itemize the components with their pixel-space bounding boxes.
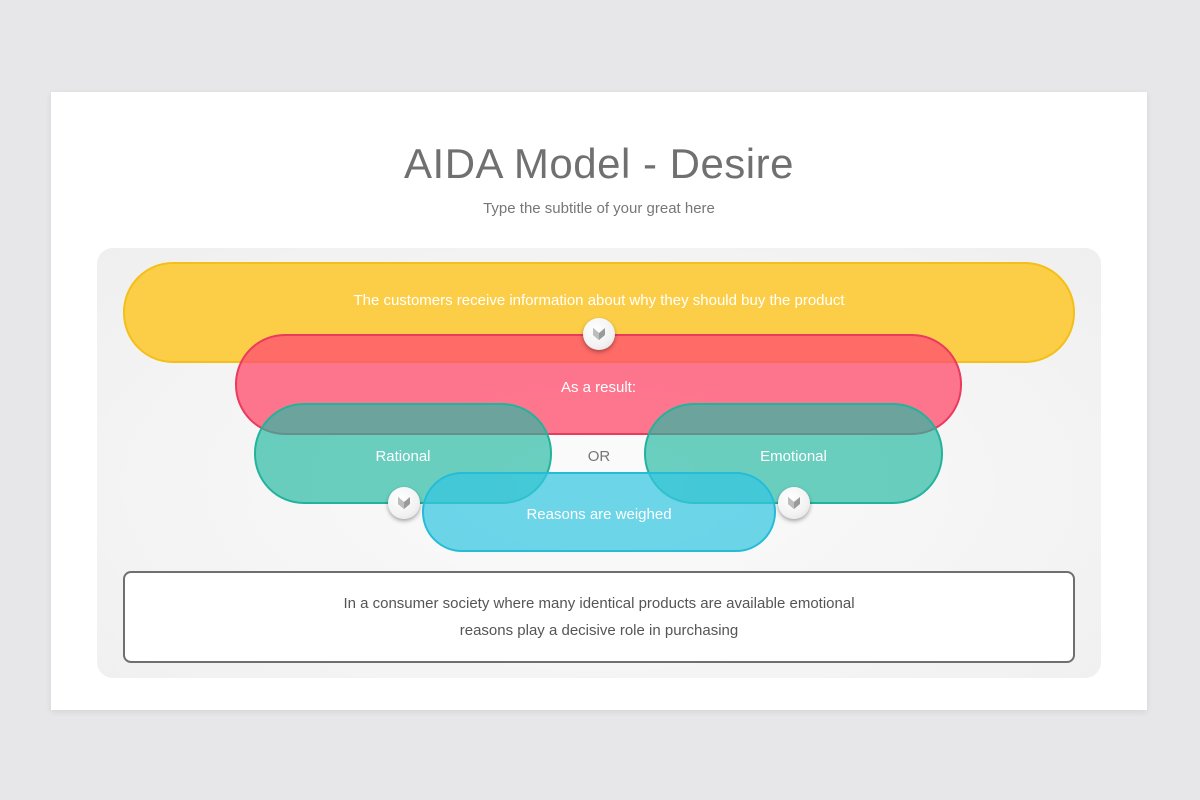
summary-note-line-2: reasons play a decisive role in purchasi… xyxy=(459,622,739,639)
diagram: The customers receive information about … xyxy=(51,92,1147,710)
summary-note-line-1: In a consumer society where many identic… xyxy=(343,595,855,612)
or-label: OR xyxy=(587,448,611,465)
slide-subtitle: Type the subtitle of your great here xyxy=(483,200,715,217)
info-pill-text: The customers receive information about … xyxy=(353,292,845,309)
slide-title: AIDA Model - Desire xyxy=(404,140,794,187)
weighed-pill-text: Reasons are weighed xyxy=(526,506,672,523)
chevron-down-icon xyxy=(388,487,420,519)
result-pill-text: As a result: xyxy=(560,379,637,396)
chevron-down-icon xyxy=(778,487,810,519)
chevron-down-icon xyxy=(583,318,615,350)
summary-note: In a consumer society where many identic… xyxy=(123,571,1075,663)
rational-pill-text: Rational xyxy=(375,448,431,465)
weighed-pill: Reasons are weighed xyxy=(422,472,776,552)
emotional-pill-text: Emotional xyxy=(760,448,827,465)
